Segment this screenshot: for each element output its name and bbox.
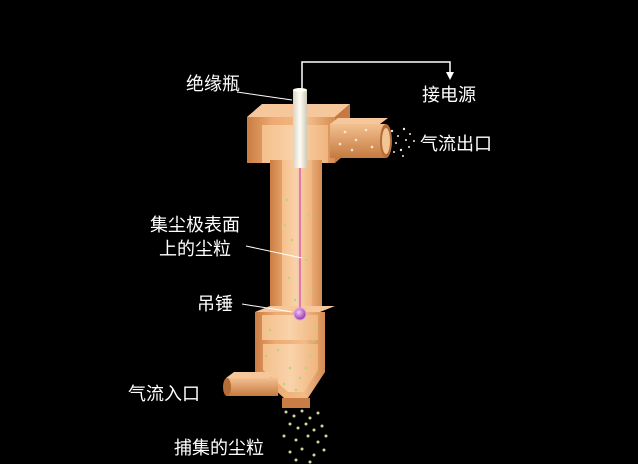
label-dust-surface-2: 上的尘粒 <box>159 239 231 260</box>
label-gas-outlet: 气流出口 <box>420 134 492 155</box>
power-arrow <box>446 72 454 80</box>
leader-insulator <box>236 91 293 101</box>
collected-dust <box>282 409 328 464</box>
label-power: 接电源 <box>422 85 476 106</box>
outlet-pipe <box>330 118 392 158</box>
label-insulator: 绝缘瓶 <box>186 74 240 95</box>
dust-particles <box>264 198 318 392</box>
label-collected-dust: 捕集的尘粒 <box>174 438 264 459</box>
power-wire <box>301 61 451 90</box>
label-gas-inlet: 气流入口 <box>128 384 200 405</box>
insulator-bottle <box>293 88 307 168</box>
leader-dust-surface <box>245 245 303 259</box>
collector-column <box>270 160 322 310</box>
leader-hammer <box>241 303 293 313</box>
outlet-gas-flow <box>338 127 415 157</box>
inlet-pipe <box>223 372 278 396</box>
label-dust-surface-1: 集尘极表面 <box>150 215 240 236</box>
hammer-ball <box>293 307 307 321</box>
label-hammer: 吊锤 <box>197 294 233 315</box>
